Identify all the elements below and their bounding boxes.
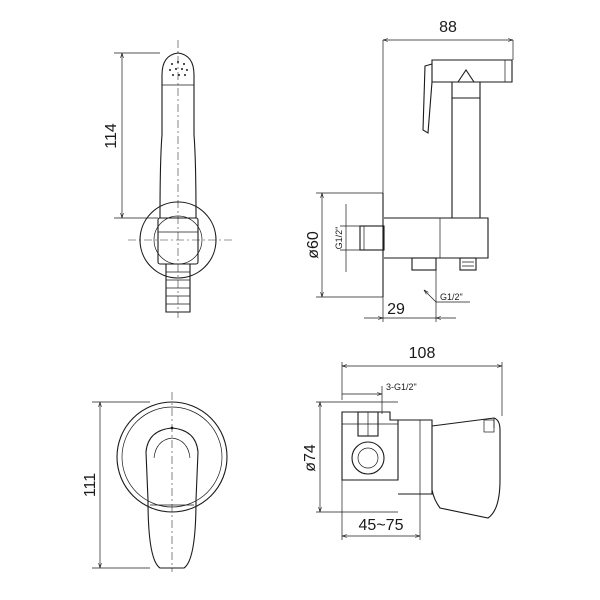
dim-valve-threads: 3-G1/2" xyxy=(386,382,417,392)
valve-front-view: 111 xyxy=(82,392,228,572)
dim-install-depth: 45~75 xyxy=(359,517,404,534)
dim-side-width: 88 xyxy=(439,19,457,36)
dim-valve-height: 111 xyxy=(82,473,99,497)
dim-valve-diameter: ø74 xyxy=(302,444,319,472)
handset-side-view: 88 ø60 G1/2" xyxy=(305,19,514,322)
valve-side-view: 108 3-G1/2" ø74 45~75 xyxy=(302,345,503,540)
dim-valve-width: 108 xyxy=(409,345,436,362)
dim-flange-diameter: ø60 xyxy=(305,231,322,259)
dim-thread-vertical: G1/2" xyxy=(334,227,344,250)
dim-wall-depth: 29 xyxy=(387,301,405,318)
dim-handset-height: 114 xyxy=(103,123,120,149)
spray-holes xyxy=(169,61,188,76)
dim-thread-outlet: G1/2" xyxy=(440,292,463,302)
handset-front-view: 114 xyxy=(103,40,235,318)
hose-ribs xyxy=(166,271,190,305)
